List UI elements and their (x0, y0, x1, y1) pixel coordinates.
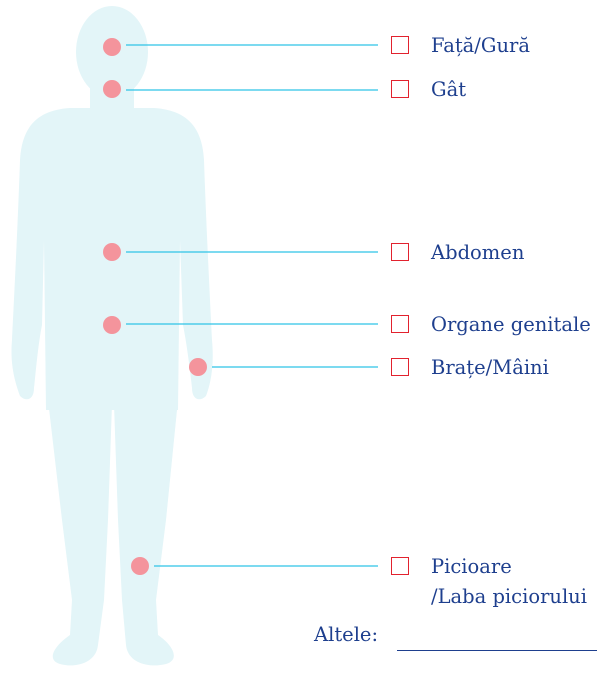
label-abdomen: Abdomen (431, 238, 524, 268)
label-genitals: Organe genitale (431, 310, 591, 340)
location-dot-icon (103, 316, 121, 334)
checkbox-arms[interactable] (391, 358, 409, 376)
label-face: Față/Gură (431, 31, 530, 61)
label-legs-line: Picioare (431, 552, 587, 582)
label-legs-line: /Laba piciorului (431, 582, 587, 612)
label-neck: Gât (431, 75, 466, 105)
checkbox-face[interactable] (391, 36, 409, 54)
location-dot-icon (131, 557, 149, 575)
label-legs: Picioare/Laba piciorului (431, 552, 587, 612)
location-dot-icon (103, 80, 121, 98)
other-label: Altele: (314, 620, 378, 650)
location-dot-icon (103, 38, 121, 56)
silhouette-left-leg (48, 400, 112, 665)
checkbox-legs[interactable] (391, 557, 409, 575)
label-arms: Brațe/Mâini (431, 353, 549, 383)
other-field[interactable] (397, 630, 597, 651)
label-neck-line: Gât (431, 75, 466, 105)
label-face-line: Față/Gură (431, 31, 530, 61)
silhouette-right-leg (114, 400, 178, 665)
location-dot-icon (103, 243, 121, 261)
label-abdomen-line: Abdomen (431, 238, 524, 268)
checkbox-genitals[interactable] (391, 315, 409, 333)
location-dot-icon (189, 358, 207, 376)
checkbox-neck[interactable] (391, 80, 409, 98)
label-arms-line: Brațe/Mâini (431, 353, 549, 383)
checkbox-abdomen[interactable] (391, 243, 409, 261)
label-genitals-line: Organe genitale (431, 310, 591, 340)
